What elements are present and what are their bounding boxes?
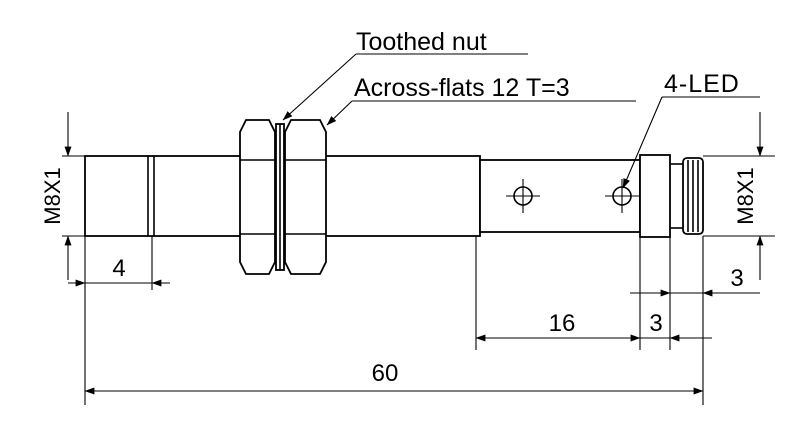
callout-leader — [282, 53, 357, 121]
led-indicator-1 — [506, 179, 540, 213]
thread-length-label: 4 — [112, 255, 125, 282]
thread-right-label: M8X1 — [733, 167, 758, 224]
thread-left-label: M8X1 — [40, 167, 65, 224]
overall-length-label: 60 — [372, 360, 399, 387]
dim-body-step: 3 — [640, 237, 712, 350]
sensor-length-label: 16 — [549, 310, 576, 337]
sensor-body — [84, 154, 704, 238]
callout-led: 4-LED — [622, 70, 760, 189]
led-indicator-2 — [605, 179, 639, 213]
led-label: 4-LED — [664, 70, 740, 98]
callout-across-flats: Across-flats 12 T=3 — [326, 74, 636, 126]
dim-thread-right: M8X1 — [703, 112, 775, 280]
toothed-nut-label: Toothed nut — [356, 28, 487, 56]
across-flats-label: Across-flats 12 T=3 — [354, 74, 570, 102]
hex-nut-right — [284, 119, 327, 275]
connector-block — [639, 154, 671, 238]
callout-leader — [622, 96, 663, 189]
connector-step-label: 3 — [730, 265, 743, 292]
body-step-label: 3 — [649, 310, 662, 337]
toothed-washer — [275, 123, 285, 271]
dim-overall-length: 60 — [84, 360, 704, 395]
hex-nut-left — [239, 119, 276, 275]
callout-leader — [326, 100, 353, 126]
dim-thread-length: 4 — [68, 236, 170, 405]
connector-plug — [670, 157, 704, 235]
callout-toothed-nut: Toothed nut — [282, 28, 528, 121]
dim-thread-left: M8X1 — [40, 112, 85, 280]
dim-sensor-length: 16 — [475, 236, 641, 350]
dim-connector-step: 3 — [630, 236, 760, 405]
